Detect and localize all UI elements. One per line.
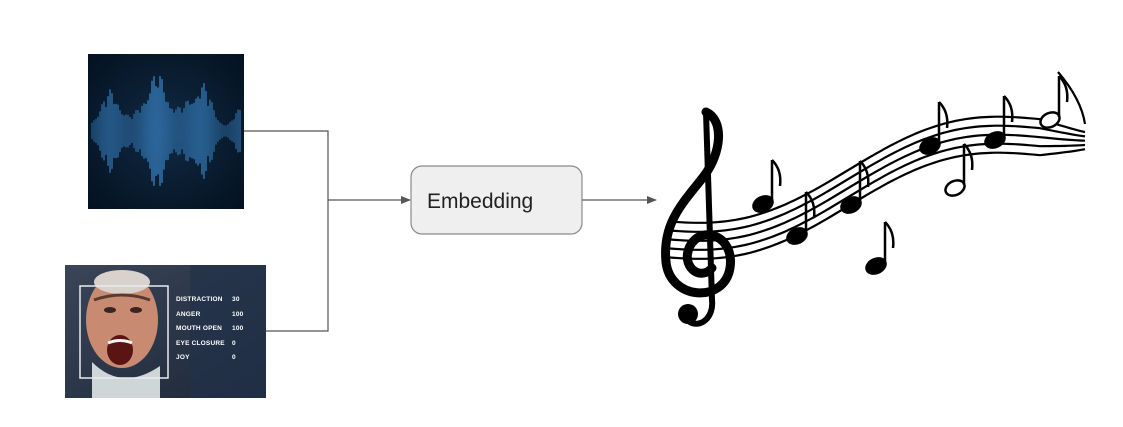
connectors [244, 130, 657, 332]
face-detection-box [79, 285, 169, 379]
waveform-icon [91, 76, 241, 186]
readout-value-distraction: 30 [232, 296, 240, 303]
note-flag [859, 160, 870, 188]
staff-line [669, 124, 1086, 233]
staff-end-bar [1057, 71, 1087, 125]
readout-value-mouth-open: 100 [232, 325, 244, 332]
embedding-label: Embedding [427, 190, 533, 213]
music-notes-icon [661, 71, 1087, 327]
note-flag [884, 221, 895, 249]
readout-label-eye-closure: EYE CLOSURE [176, 340, 225, 347]
readout-value-eye-closure: 0 [232, 340, 236, 347]
note-flag [771, 159, 782, 187]
staff-line [669, 115, 1086, 224]
note-flag [1058, 75, 1069, 103]
embedding-node: Embedding [410, 165, 583, 235]
staff-line [669, 133, 1086, 242]
connector-face [266, 200, 329, 332]
readout-label-anger: ANGER [176, 311, 201, 318]
treble-clef-icon [661, 107, 735, 327]
connector-audio [244, 130, 329, 200]
audio-waveform-image [88, 54, 244, 209]
readout-value-anger: 100 [232, 311, 244, 318]
readout-label-mouth-open: MOUTH OPEN [176, 325, 222, 332]
readout-value-joy: 0 [232, 354, 236, 361]
readout-label-distraction: DISTRACTION [176, 296, 223, 303]
face-emotion-image: DISTRACTION 30 ANGER 100 MOUTH OPEN 100 … [65, 265, 266, 398]
note-flag [963, 143, 974, 171]
staff-line [669, 142, 1086, 251]
staff-line [669, 148, 1086, 260]
readout-label-joy: JOY [176, 354, 190, 361]
face-icon [86, 270, 160, 398]
note-flag [1003, 95, 1014, 123]
note-flag [805, 191, 816, 219]
note-flag [938, 101, 949, 129]
emotion-readout: DISTRACTION 30 ANGER 100 MOUTH OPEN 100 … [176, 296, 244, 361]
